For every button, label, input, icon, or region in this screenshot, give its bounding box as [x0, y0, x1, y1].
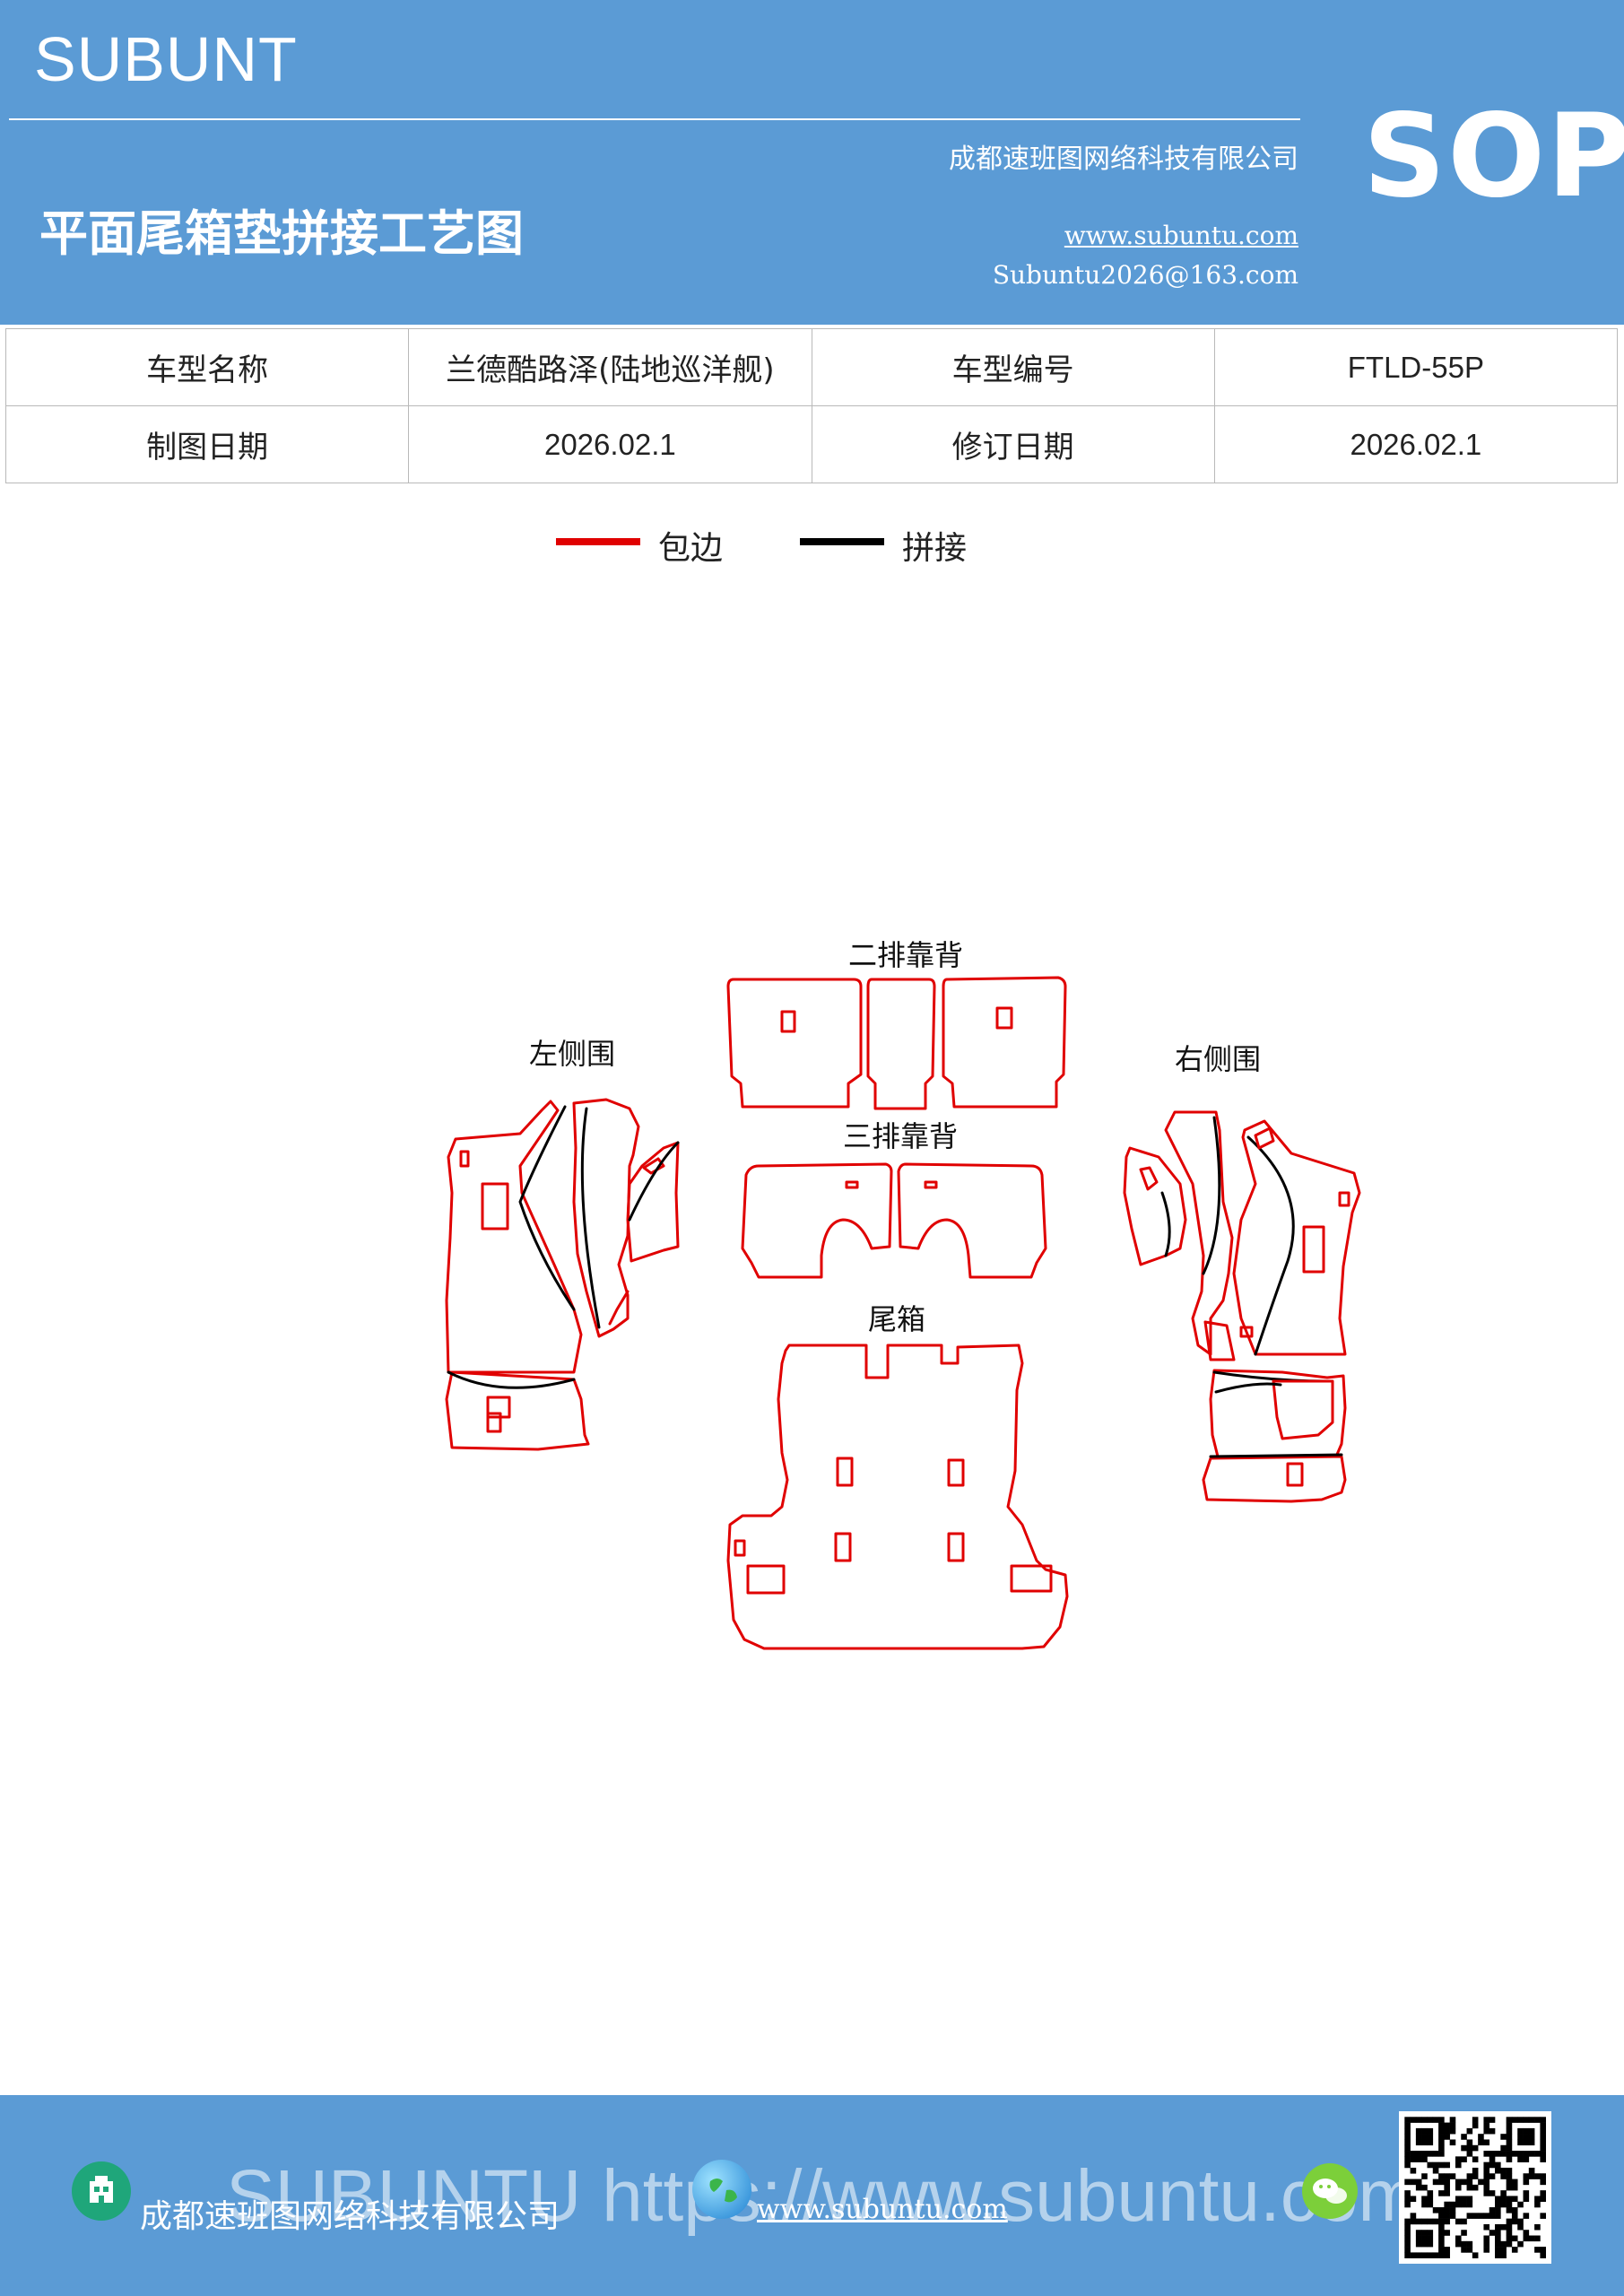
table-cell: 车型编号 — [811, 328, 1215, 406]
third-row-back-panels — [741, 1162, 1047, 1279]
table-row: 车型名称 兰德酷路泽(陆地巡洋舰) 车型编号 FTLD-55P — [4, 328, 1619, 406]
table-row: 制图日期 2026.02.1 修订日期 2026.02.1 — [4, 405, 1619, 483]
label-left-side: 左侧围 — [529, 1037, 615, 1071]
table-cell: 2026.02.1 — [1213, 405, 1619, 483]
qr-code — [1399, 2111, 1551, 2264]
table-cell: FTLD-55P — [1213, 328, 1619, 406]
building-icon — [72, 2161, 131, 2221]
email-address: Subuntu2026@163.com — [992, 260, 1298, 290]
table-cell: 制图日期 — [4, 405, 410, 483]
label-trunk: 尾箱 — [868, 1302, 925, 1336]
company-name: 成都速班图网络科技有限公司 — [949, 144, 1298, 175]
legend-swatch-splice — [800, 538, 884, 545]
label-third-row-back: 三排靠背 — [843, 1119, 958, 1153]
page-title: 平面尾箱垫拼接工艺图 — [39, 205, 524, 262]
footer-website-link[interactable]: www.subuntu.com — [757, 2194, 1008, 2225]
brand-name: SUBUNT — [34, 24, 298, 94]
table-cell: 修订日期 — [811, 405, 1215, 483]
header-banner: SUBUNT 平面尾箱垫拼接工艺图 成都速班图网络科技有限公司 www.subu… — [0, 0, 1624, 325]
label-second-row-back: 二排靠背 — [848, 938, 963, 972]
footer-company: 成都速班图网络科技有限公司 — [140, 2198, 560, 2235]
header-divider — [9, 118, 1300, 120]
footer-banner: SUBUNTU https://www.subuntu.com 成都速班图网络科… — [0, 2095, 1624, 2296]
footer-watermark: SUBUNTU https://www.subuntu.com — [226, 2155, 1420, 2237]
label-right-side: 右侧围 — [1175, 1042, 1261, 1076]
sop-label: SOP — [1363, 90, 1624, 223]
table-cell: 兰德酷路泽(陆地巡洋舰) — [408, 328, 812, 406]
legend-swatch-binding — [556, 538, 640, 545]
trunk-panel — [726, 1344, 1069, 1650]
right-side-panels — [1123, 1110, 1361, 1503]
info-table: 车型名称 兰德酷路泽(陆地巡洋舰) 车型编号 FTLD-55P 制图日期 202… — [4, 328, 1619, 483]
website-link[interactable]: www.subuntu.com — [1064, 221, 1298, 250]
legend: 包边 拼接 — [0, 520, 1624, 574]
legend-label-splice: 拼接 — [902, 530, 968, 567]
table-cell: 车型名称 — [4, 328, 410, 406]
legend-label-binding: 包边 — [658, 530, 724, 567]
wechat-icon — [1302, 2163, 1358, 2219]
left-side-panels — [445, 1098, 680, 1451]
second-row-back-panels — [726, 976, 1067, 1110]
table-cell: 2026.02.1 — [408, 405, 812, 483]
globe-icon — [692, 2160, 751, 2219]
mat-diagram: 二排靠背 左侧围 右侧围 三排靠背 尾箱 — [445, 938, 1361, 1650]
